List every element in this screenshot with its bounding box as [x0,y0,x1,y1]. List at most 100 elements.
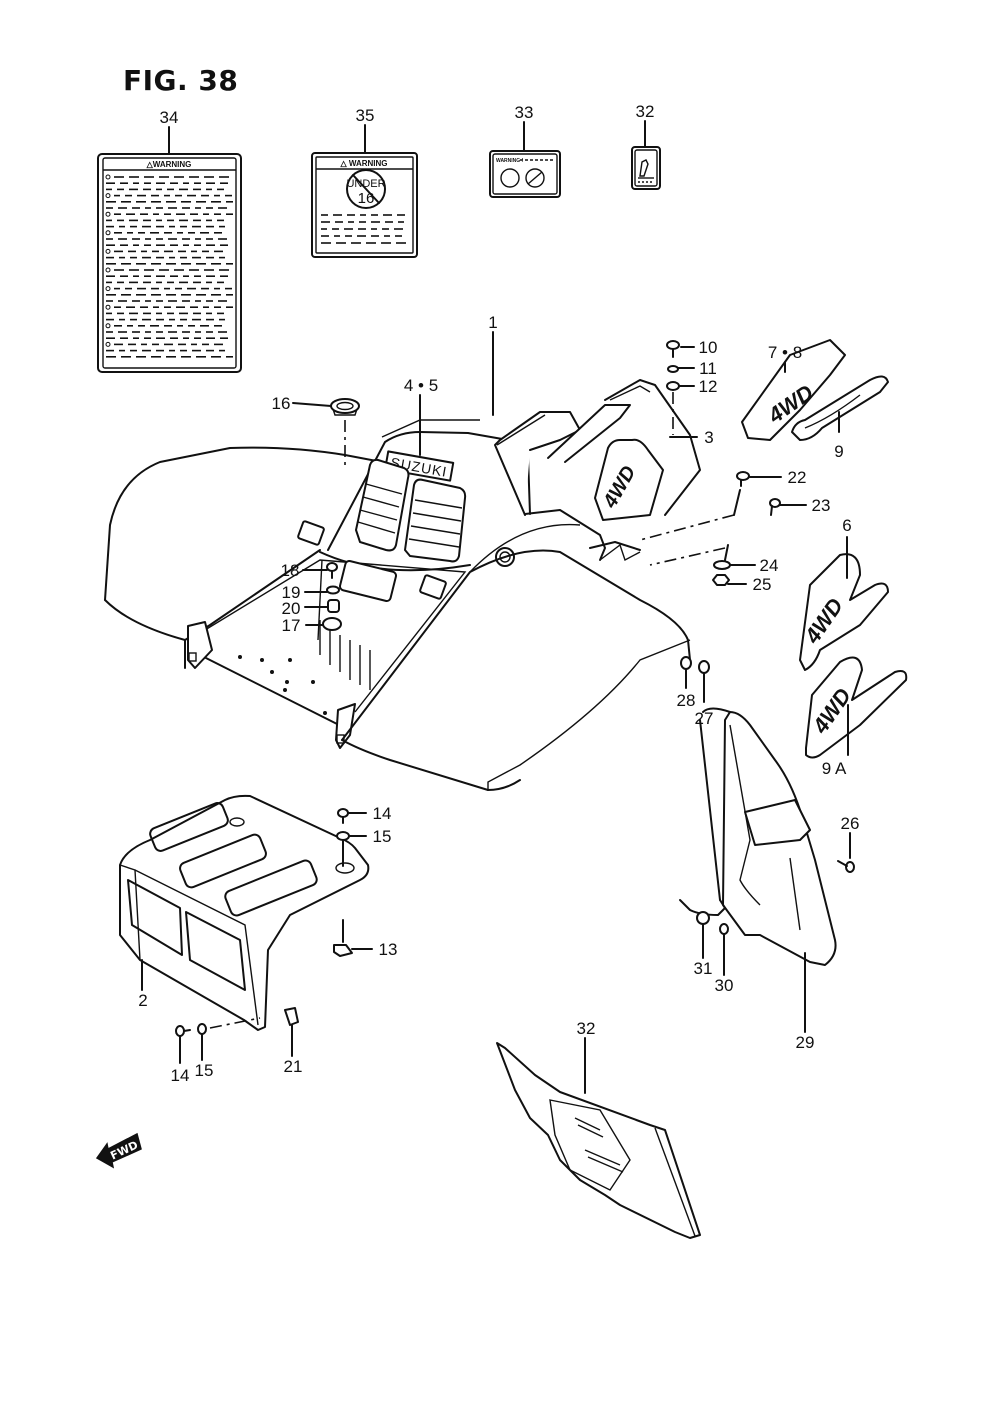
bullet-mark [105,304,111,310]
callout-14-top: 14 [373,804,392,823]
cushion-12 [666,381,680,391]
callout-3: 3 [704,428,713,447]
screw-27 [845,861,855,873]
screw-30 [719,923,729,935]
not-ok-pictogram-icon [525,168,545,188]
warning-text-lines [105,174,233,358]
carrier-cover-2[interactable] [119,794,370,1031]
screw-14 [175,1025,185,1037]
callout-11: 11 [699,359,717,378]
forward-direction-indicator: FWD [95,1132,142,1169]
callout-13: 13 [379,940,398,959]
bullet-mark [105,341,111,347]
nut-13 [333,944,353,957]
bullet-mark [105,323,111,329]
washer-28 [698,660,710,674]
callout-labels: 34 35 33 32 1 4 • 5 16 10 11 12 3 7 • 8 … [138,102,859,1085]
grommet-hole [495,547,515,567]
arrow-pictogram-icon [639,159,649,177]
4wd-side-badge [594,438,664,521]
mud-guard-26[interactable] [679,707,837,966]
bolt-22 [736,471,750,481]
vent-grille-right [404,478,467,563]
callout-15-top: 15 [373,827,392,846]
washer-11 [667,365,679,373]
reflector-plate-32[interactable] [496,1042,701,1239]
warning-text-lines [321,214,406,244]
callout-18: 18 [281,561,300,580]
bullet-mark [105,174,111,180]
callout-1: 1 [488,313,497,332]
callout-28: 27 [695,709,714,728]
front-fender-assembly[interactable]: SUZUKI [104,379,701,791]
emblem-4wd-7-8[interactable]: 4WD [741,339,846,441]
callout-19: 19 [282,583,301,602]
tray-ribs [319,620,371,690]
vent-grille-left [355,458,410,552]
cap-17 [322,617,342,631]
bolt-18 [326,562,338,572]
callout-27: 26 [841,814,860,833]
washer-15 [336,831,350,841]
callout-26: 29 [796,1033,815,1052]
bullet-mark [105,193,111,199]
warning-label-34[interactable]: WARNING ! [489,150,561,198]
bullet-mark [105,248,111,254]
callout-23: 23 [812,496,831,515]
callout-34: 33 [515,103,534,122]
grommet-16 [330,398,360,414]
bullet-mark [105,267,111,273]
callout-10: 10 [699,338,718,357]
label-33[interactable] [631,146,661,190]
bullet-mark [105,230,111,236]
callout-14-bottom: 14 [171,1066,190,1085]
bullet-mark [105,286,111,292]
callout-2: 2 [138,991,147,1010]
age-badge-bottom: 16 [358,190,375,207]
washer-19 [326,585,340,595]
washer-15 [197,1023,207,1035]
callout-16: 16 [272,394,291,413]
tray-holes [238,655,327,715]
warning-header: △ WARNING [339,159,387,168]
callout-9: 9 [834,442,843,461]
ok-pictogram-icon [500,168,520,188]
warning-label-35[interactable]: △WARNING [97,153,242,373]
nut-24 [713,560,731,570]
callout-12: 12 [699,377,718,396]
callout-20: 20 [282,599,301,618]
callout-32: 32 [577,1019,596,1038]
screw-14 [337,808,349,818]
callout-24: 24 [760,556,779,575]
callout-6: 6 [842,516,851,535]
callout-31: 31 [694,959,713,978]
callout-21: 21 [284,1057,303,1076]
hardware [175,340,855,1037]
callout-15-bottom: 15 [195,1061,214,1080]
prohibition-circle [346,169,386,209]
emblem-4wd-9a[interactable]: 4WD [805,656,908,759]
screw-23 [769,498,781,508]
callout-33: 32 [636,102,655,121]
callout-25: 25 [753,575,772,594]
nut-21 [284,1007,299,1026]
callout-7-8: 7 • 8 [768,343,802,362]
callout-4-5: 4 • 5 [404,376,438,395]
emblem-quadrunner-9[interactable] [791,375,889,441]
age-badge-top: UNDER [346,178,385,190]
callout-29: 28 [677,691,696,710]
callout-17: 17 [282,616,301,635]
callout-35: 34 [160,108,179,127]
nut-29 [680,656,692,670]
nut-31 [696,911,710,925]
bolt-10 [666,340,680,350]
warning-label-36[interactable]: △ WARNING UNDER 16 [311,152,418,258]
fwd-arrow-icon [95,1132,142,1169]
leader-lines [141,120,851,1094]
emblem-4wd-6[interactable]: 4WD [799,553,889,671]
callout-36: 35 [356,106,375,125]
label-header: WARNING ! [496,158,524,164]
figure-title: FIG. 38 [123,64,239,97]
warning-header: △WARNING [146,160,192,169]
